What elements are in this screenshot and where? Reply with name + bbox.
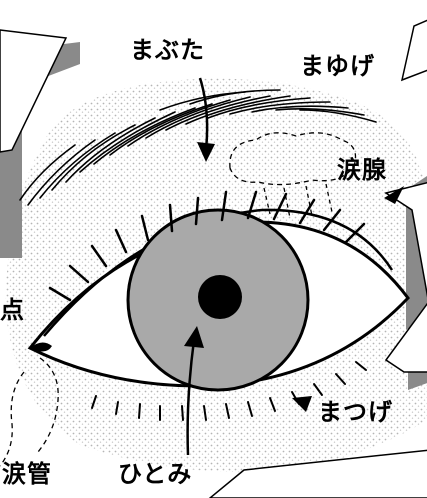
eyelid-arrow (197, 77, 215, 162)
label-lacrimal-gland: 涙腺 (337, 156, 387, 184)
label-pupil: ひとみ (118, 460, 193, 488)
label-lacrimal-duct: 涙管 (2, 460, 52, 488)
callout-right-lower (384, 302, 427, 390)
label-eyelid: まぶた (130, 36, 205, 64)
callout-bottom-right (208, 449, 427, 498)
pupil (198, 275, 242, 319)
callout-top-right (400, 19, 427, 82)
label-eyelash: まつげ (318, 398, 393, 426)
label-lacrimal-point: 点 (0, 296, 25, 324)
inner-corner (30, 342, 52, 352)
eyebrow-hairs (19, 89, 377, 206)
pupil-arrow (184, 326, 204, 456)
lower-eyelashes (91, 361, 367, 421)
callout-top-left (0, 29, 80, 258)
label-eyebrow: まゆげ (300, 52, 375, 80)
lacrimal-duct-outline (0, 357, 59, 467)
lacrimal-gland-outline (229, 132, 357, 186)
upper-eyelashes (48, 190, 366, 302)
lacrimal-gland-arrow (384, 186, 404, 204)
callout-right-upper (384, 176, 427, 330)
eyelash-arrow (292, 396, 312, 412)
eyelid-crease (43, 208, 394, 337)
